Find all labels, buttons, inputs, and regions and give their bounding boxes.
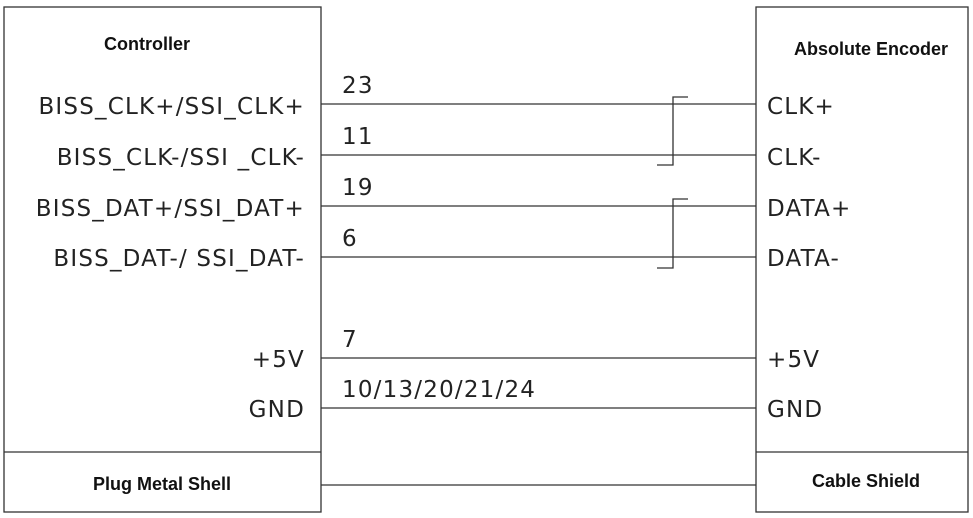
encoder-signal-data-minus: DATA-	[767, 246, 840, 272]
pin-label-gnd: 10/13/20/21/24	[342, 377, 536, 403]
controller-signal-dat-plus: BISS_DAT+/SSI_DAT+	[36, 196, 305, 222]
encoder-footer: Cable Shield	[812, 471, 920, 491]
encoder-signal-clk-minus: CLK-	[767, 145, 822, 171]
encoder-signal-clk-plus: CLK+	[767, 94, 835, 120]
controller-signal-clk-plus: BISS_CLK+/SSI_CLK+	[38, 94, 305, 120]
pin-label-5v: 7	[342, 327, 358, 353]
controller-signal-gnd: GND	[249, 397, 305, 423]
pin-label-dat-plus: 19	[342, 175, 374, 201]
controller-box	[3, 6, 322, 513]
pin-label-dat-minus: 6	[342, 226, 358, 252]
encoder-signal-data-plus: DATA+	[767, 196, 852, 222]
pin-label-clk-plus: 23	[342, 73, 374, 99]
controller-signal-clk-minus: BISS_CLK-/SSI _CLK-	[57, 145, 305, 171]
twisted-pair-clk-marker	[657, 96, 688, 166]
controller-signal-5v: +5V	[252, 347, 305, 373]
encoder-box	[755, 6, 969, 513]
controller-footer: Plug Metal Shell	[93, 474, 231, 494]
twisted-pair-data-marker	[657, 198, 688, 269]
controller-signal-dat-minus: BISS_DAT-/ SSI_DAT-	[53, 246, 305, 272]
encoder-signal-5v: +5V	[767, 347, 820, 373]
controller-title: Controller	[104, 34, 190, 54]
encoder-signal-gnd: GND	[767, 397, 823, 423]
pin-label-clk-minus: 11	[342, 124, 374, 150]
encoder-title: Absolute Encoder	[794, 39, 948, 59]
